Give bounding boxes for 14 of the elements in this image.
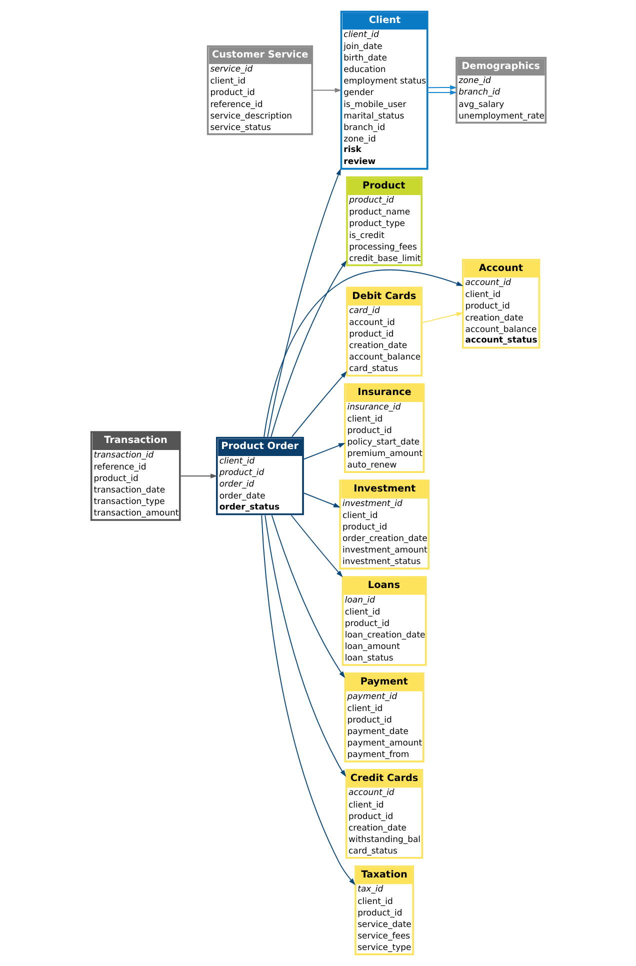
arrow [291, 371, 347, 438]
arrow [427, 90, 456, 95]
arrow [303, 492, 340, 508]
arrow [180, 474, 217, 478]
arrow [312, 88, 342, 93]
arrow [422, 312, 463, 324]
arrow [303, 443, 345, 460]
arrow [260, 514, 355, 886]
arrow [270, 260, 346, 438]
arrow [264, 514, 346, 777]
arrow [290, 514, 342, 578]
arrow [270, 514, 345, 678]
arrow [427, 85, 456, 90]
arrow [266, 168, 340, 438]
